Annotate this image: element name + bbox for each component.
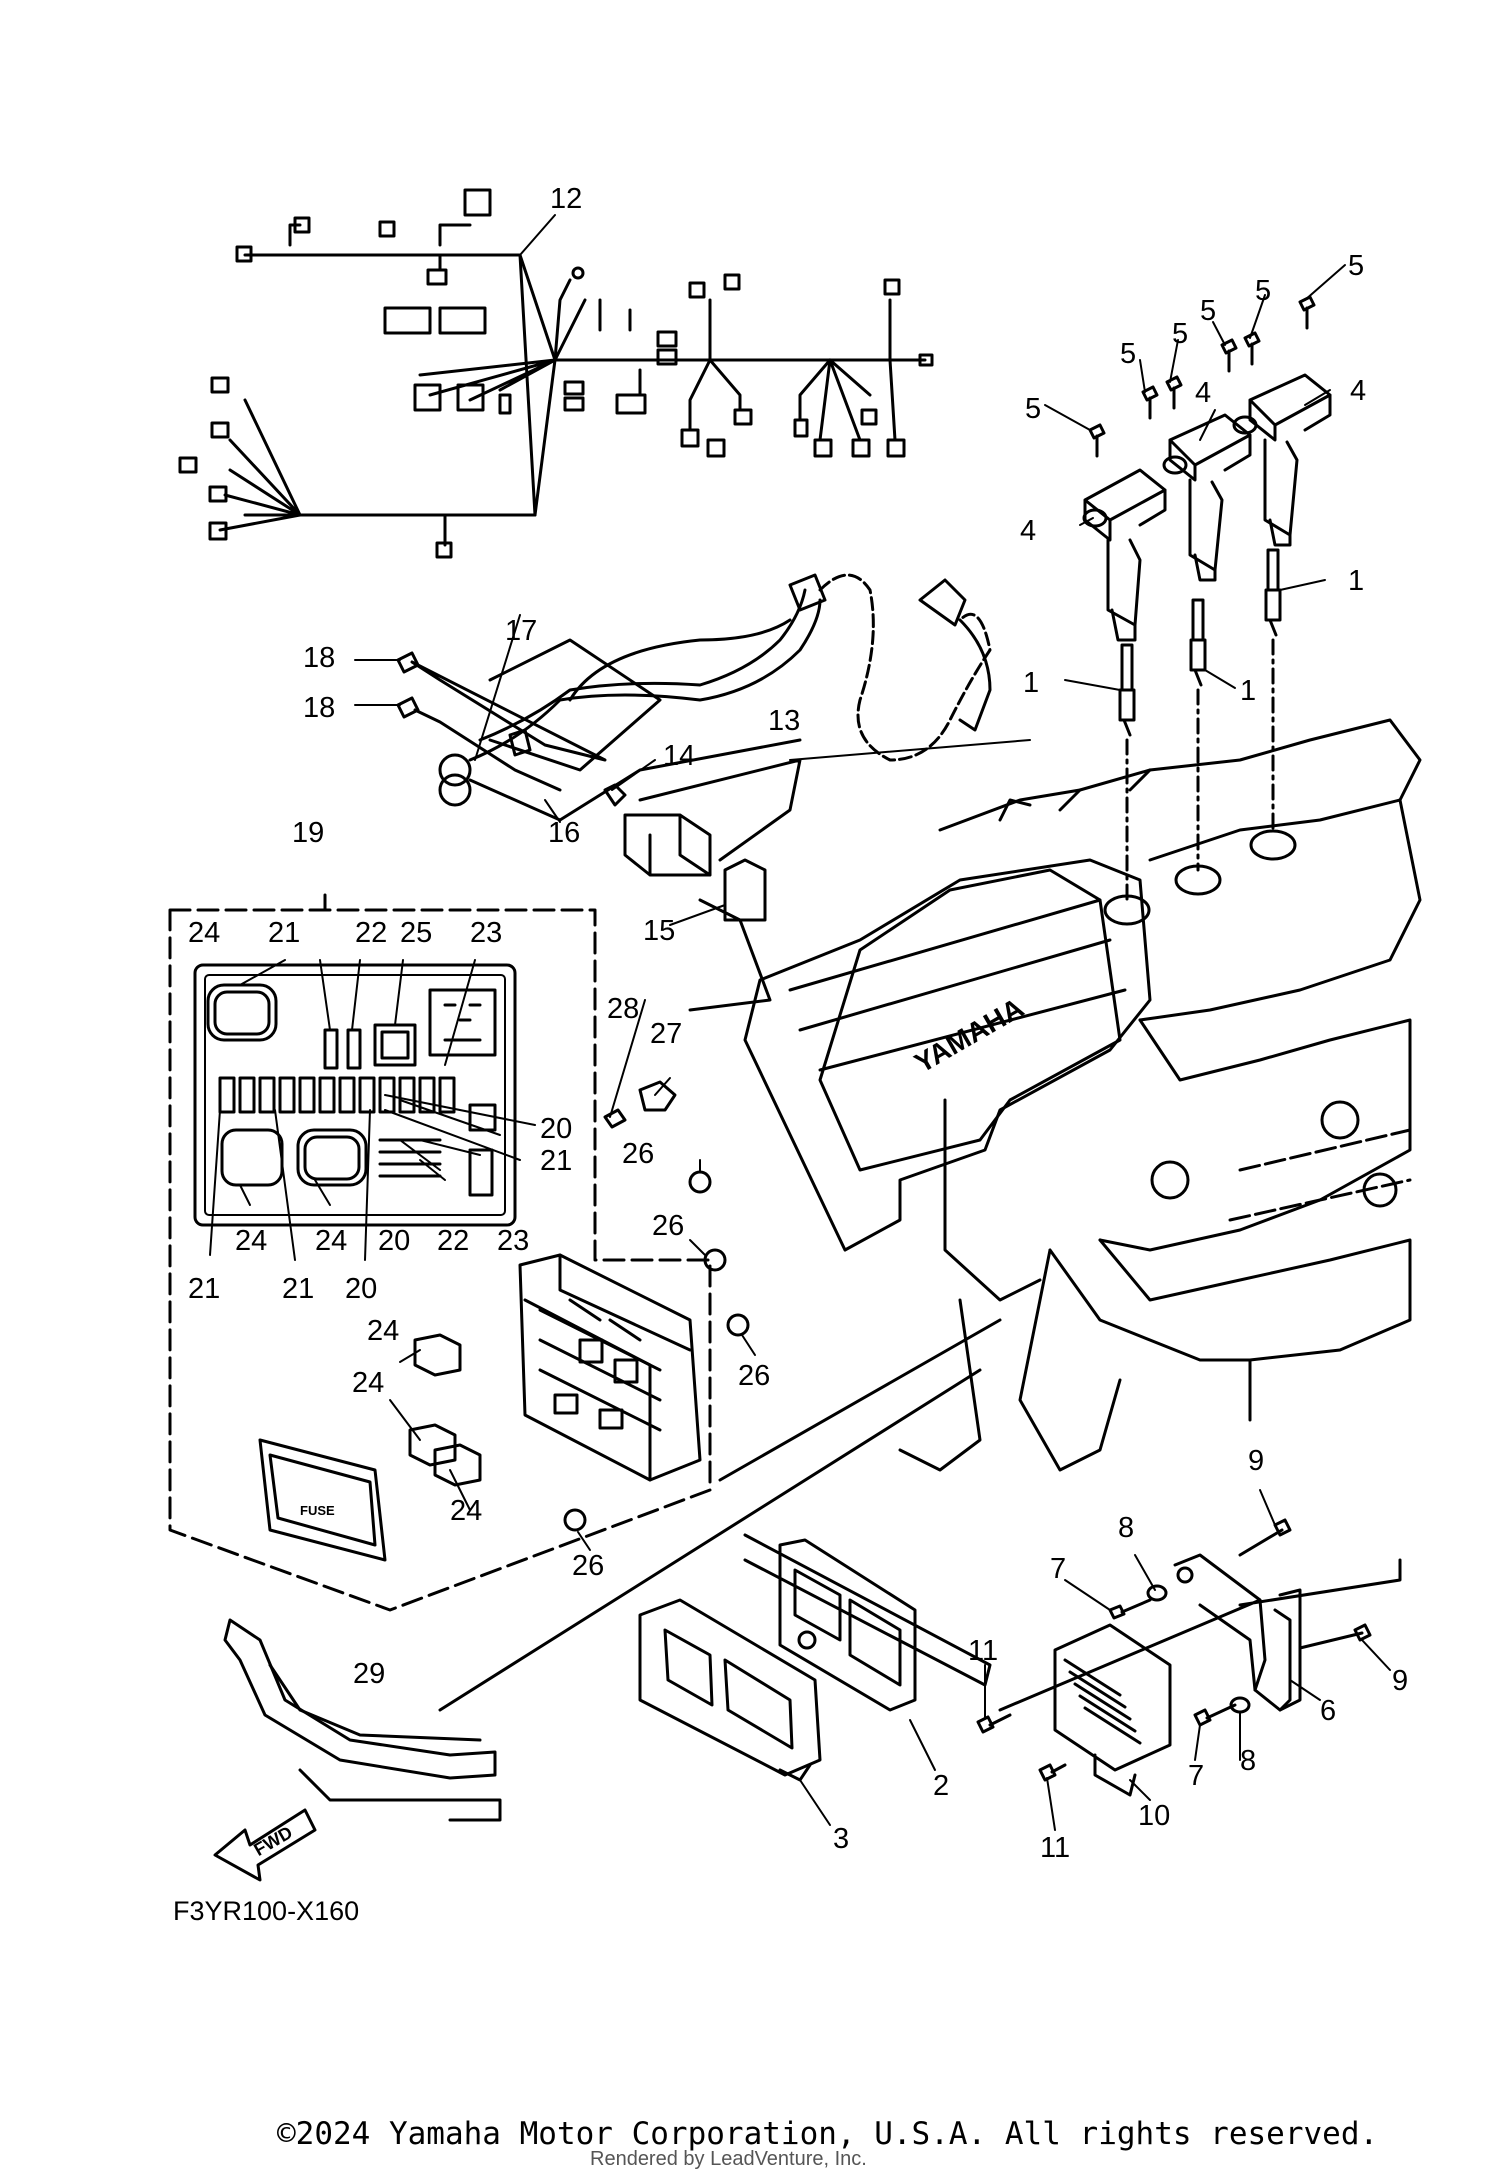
engine-block: YAMAHA: [743, 718, 1422, 1472]
bolts: [976, 1518, 1402, 1782]
callout-24a: 24: [188, 917, 220, 949]
callout-7a: 7: [1050, 1553, 1066, 1585]
leader-lines: [209, 214, 1391, 1831]
fuse-box: [518, 1253, 702, 1482]
callout-26a: 26: [622, 1138, 654, 1170]
ecu-cover: [638, 1598, 822, 1782]
engine-cover-logo: YAMAHA: [909, 992, 1029, 1079]
callout-18a: 18: [303, 642, 335, 674]
callout-8b: 8: [1240, 1745, 1256, 1777]
callout-20c: 20: [345, 1273, 377, 1305]
ignition-coils: [1082, 295, 1332, 902]
callout-17: 17: [505, 615, 537, 647]
diagram-code: F3YR100-X160: [173, 1896, 359, 1926]
callout-9a: 9: [1248, 1445, 1264, 1477]
callout-4b: 4: [1195, 377, 1211, 409]
callout-5a: 5: [1025, 393, 1041, 425]
callout-18b: 18: [303, 692, 335, 724]
callout-24d: 24: [367, 1315, 399, 1347]
callout-7b: 7: [1188, 1760, 1204, 1792]
callout-10: 10: [1138, 1800, 1170, 1832]
callout-20b: 20: [378, 1225, 410, 1257]
plug-leader-lines: [1125, 638, 1275, 902]
callout-22a: 22: [355, 917, 387, 949]
callout-21d: 21: [282, 1273, 314, 1305]
callout-21a: 21: [268, 917, 300, 949]
callouts: 1 1 1 2 3 4 4 4 5 5 5 5 5 5 6 7 7 8 8 9 …: [173, 183, 1408, 1926]
callout-5f: 5: [1348, 250, 1364, 282]
callout-28: 28: [607, 993, 639, 1025]
callout-4a: 4: [1020, 515, 1036, 547]
ignition-coil-left: [1082, 468, 1167, 642]
callout-9b: 9: [1392, 1665, 1408, 1697]
mounting-bracket: [1173, 1553, 1302, 1712]
relay-assembly: [603, 758, 802, 1012]
callout-24c: 24: [315, 1225, 347, 1257]
fuse-cover: FUSE: [258, 1438, 387, 1562]
callout-24b: 24: [235, 1225, 267, 1257]
sensor-harness: [396, 573, 992, 822]
callout-23b: 23: [497, 1225, 529, 1257]
ecu: [743, 1533, 992, 1712]
fuse-box-layout: [193, 963, 517, 1227]
callout-11b: 11: [1040, 1832, 1070, 1864]
fuse-row: [218, 1076, 456, 1114]
ignition-coil-middle: [1162, 413, 1252, 582]
callout-1b: 1: [1240, 675, 1256, 707]
callout-26b: 26: [652, 1210, 684, 1242]
callout-27: 27: [650, 1018, 682, 1050]
relays-small: [408, 1333, 482, 1487]
callout-21c: 21: [188, 1273, 220, 1305]
callout-23a: 23: [470, 917, 502, 949]
callout-8a: 8: [1118, 1512, 1134, 1544]
callout-3: 3: [833, 1823, 849, 1855]
callout-1c: 1: [1023, 667, 1039, 699]
rectifier-regulator: [1053, 1623, 1172, 1797]
callout-21b: 21: [540, 1145, 572, 1177]
callout-5b: 5: [1120, 338, 1136, 370]
fwd-arrow: FWD: [213, 1808, 317, 1882]
callout-24e: 24: [352, 1367, 384, 1399]
copyright-notice: ©2024 Yamaha Motor Corporation, U.S.A. A…: [277, 2116, 1379, 2152]
callout-19: 19: [292, 817, 324, 849]
callout-26c: 26: [738, 1360, 770, 1392]
callout-26d: 26: [572, 1550, 604, 1582]
callout-2: 2: [933, 1770, 949, 1802]
ignition-coil-right: [1232, 373, 1332, 547]
callout-15: 15: [643, 915, 675, 947]
callout-11a: 11: [968, 1635, 998, 1667]
callout-1a: 1: [1348, 565, 1364, 597]
rendered-by-credit: Rendered by LeadVenture, Inc.: [590, 2148, 867, 2170]
callout-12: 12: [550, 183, 582, 215]
fuse-cover-label: FUSE: [300, 1503, 335, 1518]
callout-13: 13: [768, 705, 800, 737]
callout-29: 29: [353, 1658, 385, 1690]
callout-5e: 5: [1255, 275, 1271, 307]
callout-25: 25: [400, 917, 432, 949]
callout-20a: 20: [540, 1113, 572, 1145]
callout-14: 14: [663, 740, 695, 772]
wire-harness: [178, 188, 934, 559]
callout-22b: 22: [437, 1225, 469, 1257]
fuse-box-group: FUSE: [168, 893, 712, 1612]
callout-4c: 4: [1350, 375, 1366, 407]
callout-5d: 5: [1200, 295, 1216, 327]
callout-6: 6: [1320, 1695, 1336, 1727]
ecu-bracket: [223, 1318, 1002, 1822]
callout-5c: 5: [1172, 318, 1188, 350]
callout-24f: 24: [450, 1495, 482, 1527]
callout-16: 16: [548, 817, 580, 849]
